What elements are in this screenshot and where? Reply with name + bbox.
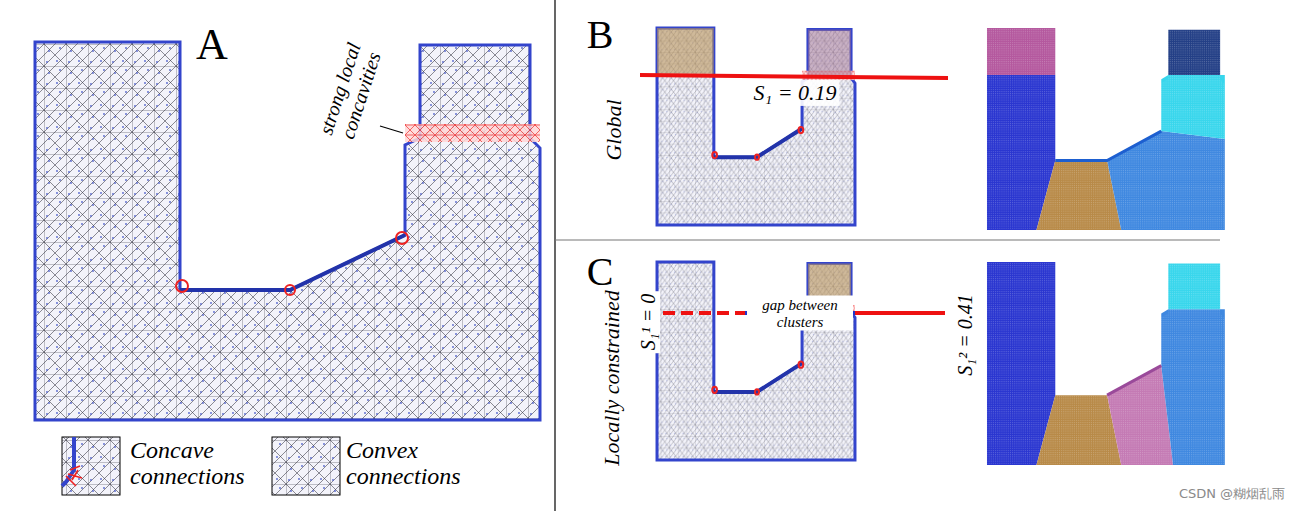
legend-text: Concave connections (130, 437, 262, 490)
row-label: Global (602, 99, 626, 160)
legend-sample (272, 437, 340, 495)
panel-letter: B (587, 13, 614, 57)
panel-divider (555, 239, 1220, 240)
score-label: S₁¹ = 0 (636, 291, 660, 353)
cut-line (663, 311, 745, 315)
annotation: gap between clusters (747, 296, 853, 331)
panel-letter: A (196, 21, 228, 69)
cut-line (640, 75, 948, 78)
legend-sample (62, 437, 120, 495)
cut-line (855, 311, 945, 315)
mesh-illustration (657, 28, 855, 225)
segmentation-illustration (987, 262, 1225, 465)
score-label: S₁² = 0.41 (953, 291, 977, 378)
mesh-illustration (35, 42, 540, 420)
segmentation-illustration (987, 28, 1225, 230)
annotation: strong local concavities (309, 23, 391, 160)
watermark: CSDN @糊烟乱雨 (1179, 487, 1285, 501)
score-label: S₁ = 0.19 (751, 80, 840, 106)
mesh-illustration (657, 262, 855, 460)
panel-divider (554, 0, 555, 511)
leader-line (380, 126, 403, 133)
legend-text: Convex connections (346, 437, 478, 490)
row-label: Locally constrained (600, 290, 624, 465)
panel-letter: C (587, 250, 614, 294)
